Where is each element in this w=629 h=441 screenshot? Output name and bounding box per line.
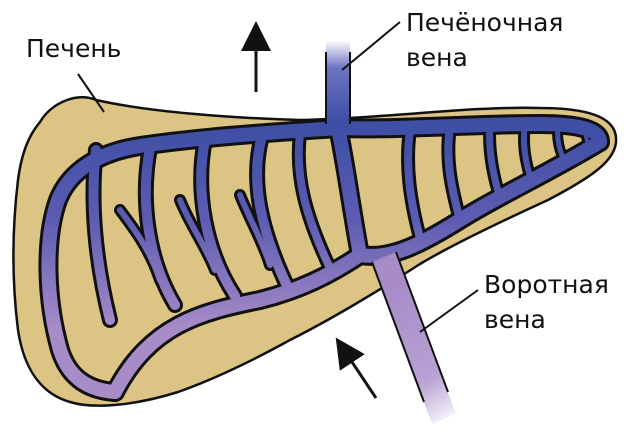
hepatic-vein-label-line1: Печёночная bbox=[406, 8, 563, 38]
hepatic-vein-label-line2: вена bbox=[406, 43, 468, 73]
portal-vein-label-line1: Воротная bbox=[484, 270, 609, 300]
hepatic-vein bbox=[326, 40, 350, 124]
arrow-up-left-icon bbox=[344, 350, 376, 398]
liver-label: Печень bbox=[26, 34, 121, 64]
portal-vein-label-line2: вена bbox=[484, 305, 546, 335]
portal-leader-line bbox=[420, 290, 478, 332]
portal-vein bbox=[372, 252, 456, 424]
hepatic-leader-line bbox=[342, 22, 400, 70]
